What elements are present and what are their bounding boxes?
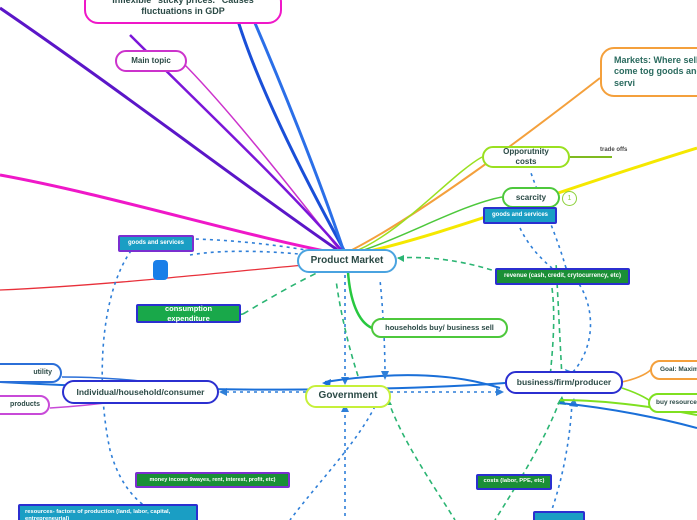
node-opportunity-costs[interactable]: Opporutnity costs: [482, 146, 570, 168]
edge-dotted-business-down: [547, 401, 573, 520]
node-utility-label: utility: [33, 368, 52, 376]
node-buy-resources-clipped[interactable]: buy resources,: [648, 393, 697, 413]
arrowhead-government-individual: [219, 388, 227, 396]
node-sticky-prices[interactable]: Inflexible "sticky prices." Causes fluct…: [84, 0, 282, 24]
node-money-income-label: money income 9wayes, rent, interest, pro…: [149, 476, 276, 483]
node-goal-maximize-clipped[interactable]: Goal: Maxim: [650, 360, 697, 380]
node-individual-household-label: Individual/household/consumer: [76, 386, 205, 397]
node-markets-definition[interactable]: Markets: Where sellers come tog goods an…: [600, 47, 697, 97]
edge-business-to-goal: [621, 367, 653, 383]
node-money-income[interactable]: money income 9wayes, rent, interest, pro…: [135, 472, 290, 488]
node-product-market-center[interactable]: Product Market: [297, 249, 397, 273]
node-goods-and-services-right-label: goods and services: [491, 211, 549, 218]
node-scarcity-label: scarcity: [515, 192, 547, 202]
node-buy-resources-label: buy resources,: [656, 398, 697, 406]
arrowhead-business-up-green: [557, 396, 566, 405]
arrowhead-center-government: [341, 377, 349, 385]
node-revenue[interactable]: revenue (cash, credit, crytocurrency, et…: [495, 268, 630, 285]
node-government[interactable]: Government: [305, 385, 391, 408]
node-utility-clipped[interactable]: utility: [0, 363, 62, 383]
arrowhead-center-revenue: [397, 255, 404, 262]
node-business-firm-producer[interactable]: business/firm/producer: [505, 371, 623, 394]
edge-center-to-opportunity-costs: [350, 156, 483, 254]
node-main-topic-label: Main topic: [131, 56, 171, 65]
node-consumption-expenditure[interactable]: consumption expenditure: [136, 304, 241, 323]
node-individual-household-consumer[interactable]: Individual/household/consumer: [62, 380, 219, 404]
node-consumption-expenditure-label: consumption expenditure: [164, 304, 213, 323]
edge-blue-steep: [243, 0, 346, 253]
edge-dashed-individual-bottom: [387, 399, 456, 520]
edge-dotted-individual-bottom: [289, 399, 379, 520]
node-goal-maximize-label: Goal: Maxim: [660, 365, 697, 373]
node-goods-and-services-right[interactable]: goods and services: [483, 207, 557, 224]
node-households-buy-business-sell[interactable]: households buy/ business sell: [371, 318, 508, 338]
node-empty-teal-clipped[interactable]: [533, 511, 585, 520]
node-costs[interactable]: costs (labor, PPE, etc): [476, 474, 552, 490]
node-sticky-prices-label: Inflexible "sticky prices." Causes fluct…: [112, 0, 254, 16]
node-collapsed-marker[interactable]: [153, 260, 168, 280]
edge-dashed-individual-top-green: [335, 279, 359, 377]
edge-center-to-revenue-dashed: [397, 256, 499, 273]
node-main-topic[interactable]: Main topic: [115, 50, 187, 72]
node-scarcity[interactable]: scarcity: [502, 187, 560, 208]
node-products-clipped[interactable]: products: [0, 395, 50, 415]
node-product-market-label: Product Market: [310, 254, 384, 266]
edge-label-trade-offs: trade offs: [600, 147, 628, 153]
node-business-firm-label: business/firm/producer: [516, 377, 612, 388]
edge-center-to-scarcity: [350, 196, 503, 255]
node-government-label: Government: [318, 390, 378, 402]
edge-purple-upper-left: [0, 6, 343, 255]
node-revenue-label: revenue (cash, credit, crytocurrency, et…: [504, 272, 621, 279]
node-goods-and-services-left-label: goods and services: [127, 239, 185, 246]
edge-center-to-main-topic: [181, 61, 342, 253]
edge-red-left: [0, 261, 341, 291]
node-households-buy-label: households buy/ business sell: [385, 323, 494, 333]
node-markets-definition-label: Markets: Where sellers come tog goods an…: [614, 55, 697, 88]
edge-center-to-sticky-prices: [230, 0, 347, 253]
node-opportunity-costs-label: Opporutnity costs: [503, 147, 549, 166]
node-resources-factors-of-production[interactable]: resources- factors of production (land, …: [18, 504, 198, 520]
arrowhead-government-business: [496, 388, 504, 396]
edge-dotted-goods-to-revenue: [519, 227, 553, 269]
arrowhead-business-up-blue: [569, 398, 578, 407]
edge-dashed-business-to-costs: [494, 399, 561, 520]
node-goods-and-services-left[interactable]: goods and services: [118, 235, 194, 252]
edge-center-to-households-buy: [346, 271, 373, 330]
arrowhead-individual-top: [381, 371, 389, 380]
node-products-label: products: [10, 400, 40, 408]
edge-dashed-revenue-to-business: [549, 287, 555, 379]
scarcity-collapse-badge[interactable]: 1: [562, 191, 577, 206]
node-costs-label: costs (labor, PPE, etc): [483, 478, 545, 485]
node-resources-factors-label: resources- factors of production (land, …: [25, 509, 171, 520]
